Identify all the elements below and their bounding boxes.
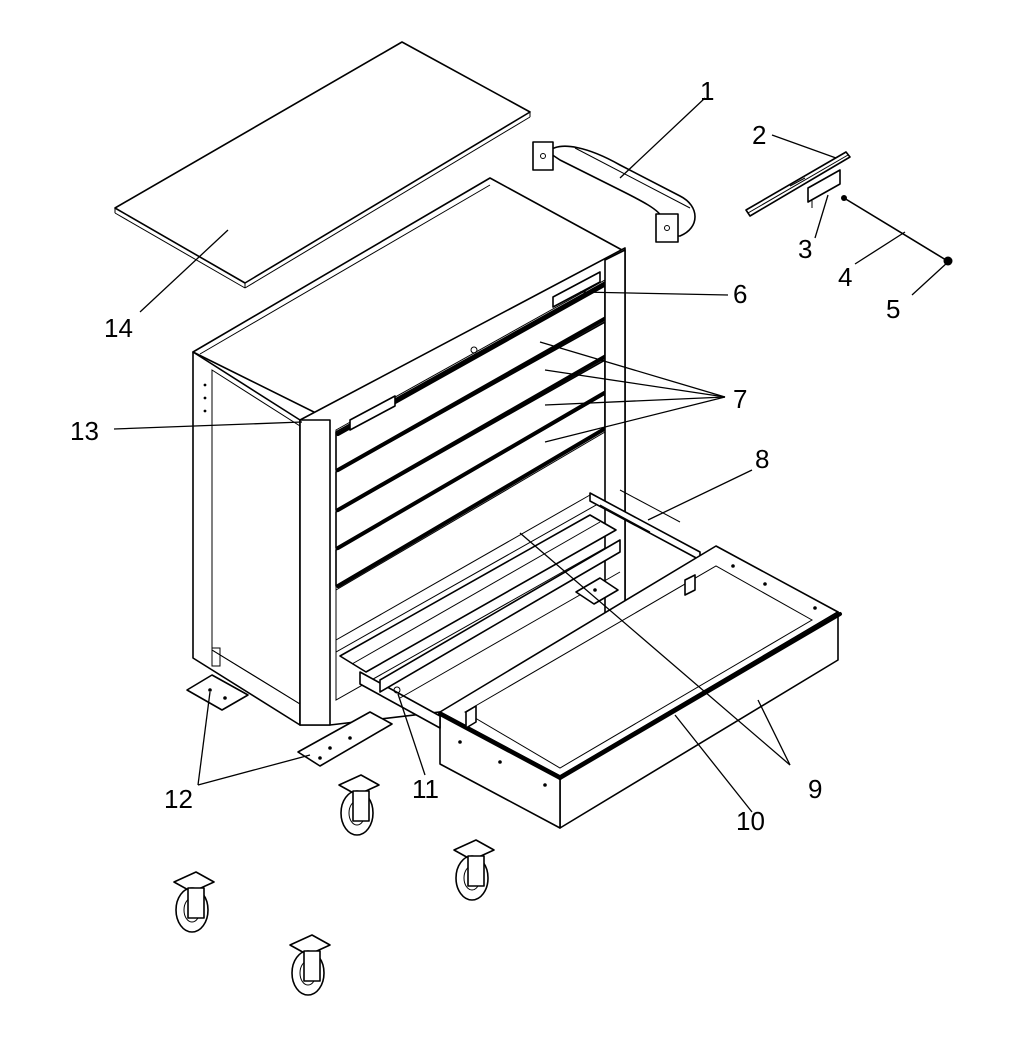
callout-4: 4 [838, 262, 852, 292]
rail-bracket [807, 169, 841, 208]
callout-2: 2 [752, 120, 766, 150]
open-bottom-drawer [438, 545, 842, 829]
lock-rod [841, 195, 947, 261]
leader-lines [113, 97, 949, 813]
callout-8: 8 [755, 444, 769, 474]
callout-10: 10 [736, 806, 765, 836]
callout-5: 5 [886, 294, 900, 324]
callout-labels: 1 2 3 4 5 6 7 8 9 10 11 12 13 14 [70, 76, 900, 836]
drawer-bottom-panel [339, 514, 617, 673]
caster-wheel [289, 934, 331, 996]
caster-mount-plates [186, 577, 619, 767]
cabinet-body [192, 177, 626, 726]
callout-14: 14 [104, 313, 133, 343]
callout-1: 1 [700, 76, 714, 106]
callout-9: 9 [808, 774, 822, 804]
callout-11: 11 [412, 774, 439, 804]
callout-13: 13 [70, 416, 99, 446]
caster-wheel [453, 839, 495, 901]
callout-3: 3 [798, 234, 812, 264]
label-plate [552, 271, 601, 308]
slide-rail [745, 151, 851, 217]
top-mat-panel [114, 41, 531, 289]
callout-12: 12 [164, 784, 193, 814]
callout-7: 7 [733, 384, 747, 414]
callout-6: 6 [733, 279, 747, 309]
drawer-stack [335, 281, 608, 588]
caster-wheel [173, 871, 215, 933]
caster-wheel [338, 774, 380, 836]
side-handle [532, 141, 696, 243]
